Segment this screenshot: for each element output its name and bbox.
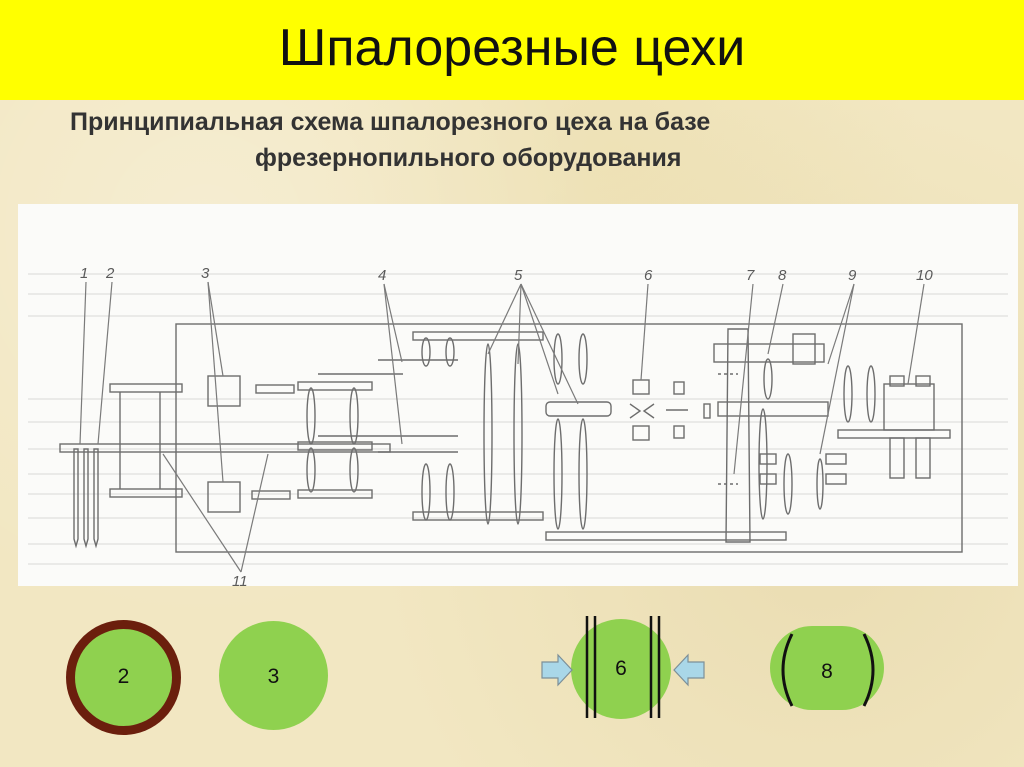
callout-11: 11	[232, 573, 248, 586]
title-bar: Шпалорезные цехи	[0, 0, 1024, 100]
right-arrow-icon	[673, 653, 705, 687]
callout-5: 5	[514, 267, 523, 284]
callout-7: 7	[746, 267, 755, 284]
milling-head-bottom	[207, 481, 241, 513]
saw-5b	[513, 343, 523, 525]
workshop-scheme: 1 2 3 4 5 6 7 8 9 10 11	[18, 204, 1018, 586]
saw-5a	[483, 343, 493, 525]
milling-head-top	[207, 375, 241, 407]
callout-10: 10	[916, 267, 933, 284]
marker-8-brackets	[781, 633, 875, 707]
marker-6-overlay	[541, 616, 705, 718]
upper-rail	[109, 383, 183, 393]
marker-2-label: 2	[117, 665, 130, 688]
feed-conveyor	[59, 443, 391, 453]
callout-3: 3	[201, 265, 210, 282]
lower-rail	[109, 488, 183, 498]
marker-2: 2	[66, 620, 181, 735]
callout-4: 4	[378, 267, 386, 284]
slide-subtitle: Принципиальная схема шпалорезного цеха н…	[70, 104, 960, 176]
slide-title: Шпалорезные цехи	[278, 19, 746, 77]
callout-9: 9	[848, 267, 857, 284]
callout-2: 2	[105, 265, 115, 282]
marker-3: 3	[219, 621, 328, 730]
right-bracket-icon	[862, 633, 875, 707]
callout-8: 8	[778, 267, 787, 284]
leader-lines	[79, 281, 925, 573]
scheme-drawing: 1 2 3 4 5 6 7 8 9 10 11	[28, 265, 1008, 586]
callout-1: 1	[80, 265, 88, 282]
callout-6: 6	[644, 267, 653, 284]
saw-blades-1	[73, 448, 99, 549]
left-arrow-icon	[541, 653, 573, 687]
subtitle-line-1: Принципиальная схема шпалорезного цеха н…	[70, 108, 711, 136]
scheme-frame	[175, 323, 963, 553]
left-bracket-icon	[781, 633, 794, 707]
marker-6-label: 6	[615, 657, 627, 680]
saw-7	[725, 328, 751, 543]
marker-3-label: 3	[267, 665, 280, 688]
marker-8-label: 8	[821, 660, 833, 683]
subtitle-line-2: фрезернопильного оборудования	[255, 144, 682, 172]
